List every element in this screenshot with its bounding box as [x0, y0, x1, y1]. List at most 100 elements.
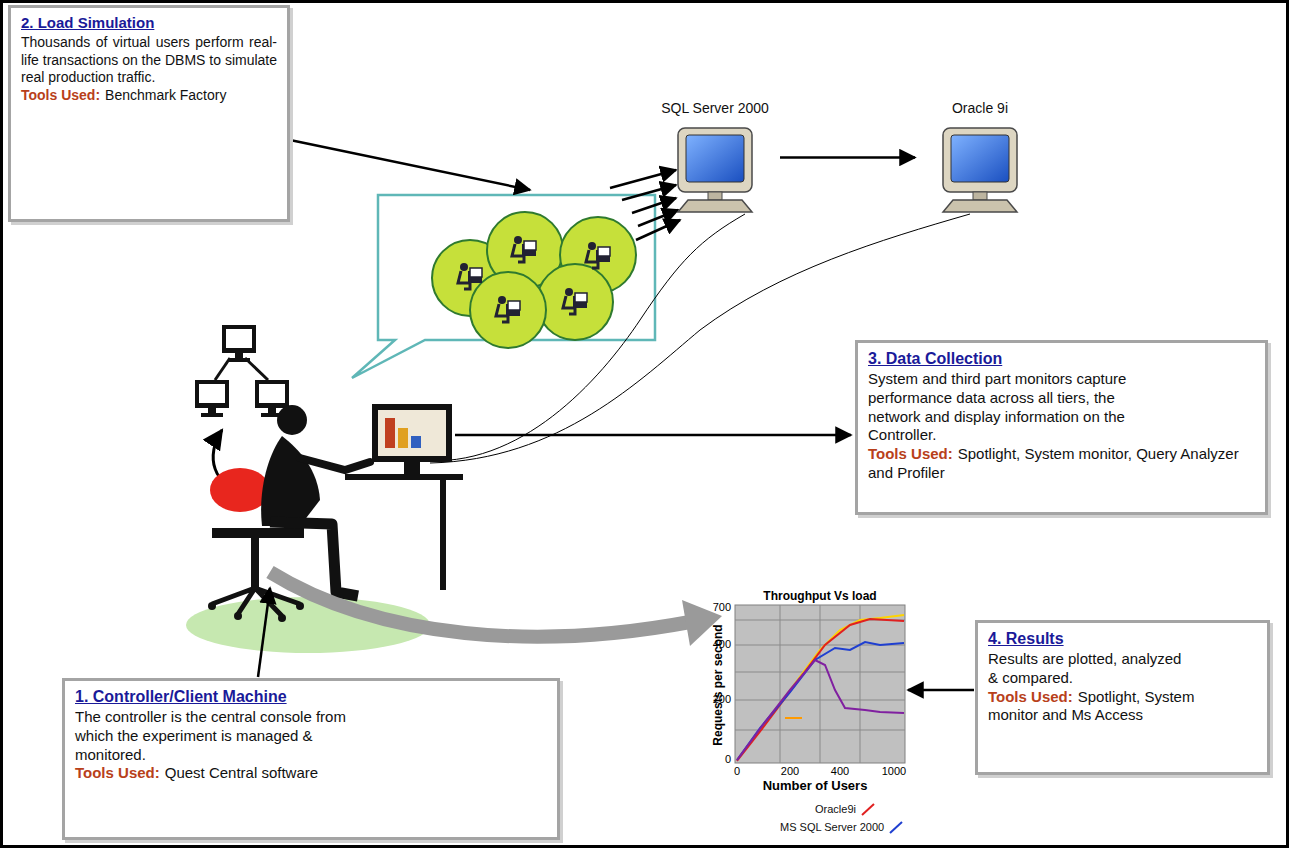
legend-entry: Oracle9i	[815, 802, 876, 816]
client-network-part	[215, 358, 230, 380]
callout-body: Thousands of virtual users perform real-…	[21, 34, 277, 87]
tools-line: Tools Used:Quest Central software	[75, 764, 547, 783]
throughput-chart-part-part	[737, 642, 904, 760]
tick-label: 1000	[882, 765, 906, 777]
results-arrow-part	[270, 572, 690, 637]
virtual-users-bubble-part-part	[537, 264, 613, 340]
tools-value: Spotlight, System monitor, Query Analyze…	[868, 445, 1239, 481]
traffic-arrows-part	[290, 140, 530, 190]
virtual-users-bubble-part	[458, 263, 482, 289]
server-computer	[943, 128, 1017, 212]
controller-operator-part	[345, 474, 463, 480]
virtual-users-bubble-part	[586, 242, 610, 268]
tick-label: 200	[781, 765, 799, 777]
callout-body: The controller is the central console fr…	[75, 708, 375, 764]
throughput-chart-part	[735, 605, 905, 763]
legend-sample	[888, 820, 904, 834]
callout-box: 3. Data CollectionSystem and third part …	[855, 340, 1268, 515]
legend-entry: MS SQL Server 2000	[780, 820, 904, 834]
leader-arrows-part	[908, 689, 974, 692]
throughput-chart-part-part	[737, 615, 904, 760]
traffic-arrows-part	[622, 185, 676, 200]
tick-label: 700	[713, 601, 731, 613]
callout-heading: 3. Data Collection	[868, 349, 1255, 368]
virtual-users-bubble-part	[512, 236, 536, 262]
traffic-arrows	[290, 140, 680, 240]
controller-operator-part	[208, 602, 216, 610]
throughput-chart-part-part	[785, 717, 802, 719]
client-network-part	[222, 325, 256, 362]
tools-label: Tools Used:	[988, 688, 1073, 705]
controller-operator-part	[210, 468, 270, 512]
callout-body: Results are plotted, analyzed & compared…	[988, 650, 1193, 688]
controller-operator-part	[398, 428, 408, 448]
virtual-users-bubble	[352, 195, 655, 378]
controller-operator-part	[277, 405, 307, 435]
controller-operator-part	[278, 614, 286, 622]
results-arrow	[270, 572, 722, 646]
tools-line: Tools Used: Benchmark Factory	[21, 87, 277, 105]
axis-title: Number of Users	[763, 778, 868, 793]
server-node: Oracle 9i	[915, 100, 1045, 215]
server-node: SQL Server 2000	[650, 100, 780, 215]
legend-line	[862, 804, 874, 815]
traffic-arrows-part	[632, 198, 676, 213]
tick-label: 400	[831, 765, 849, 777]
throughput-chart-part	[735, 605, 905, 763]
tick-label: 0	[725, 753, 731, 765]
controller-operator-part	[378, 410, 446, 456]
throughput-chart-part	[737, 615, 904, 761]
virtual-users-bubble-part	[352, 195, 655, 378]
legend-text: MS SQL Server 2000	[780, 821, 884, 833]
tools-label: Tools Used:	[868, 445, 953, 462]
virtual-users-bubble-part	[563, 288, 587, 314]
server-label: Oracle 9i	[915, 100, 1045, 116]
throughput-chart-part-part	[780, 605, 781, 763]
throughput-chart-part-part	[737, 619, 904, 761]
client-network-part	[195, 380, 229, 417]
callout-box: 4. ResultsResults are plotted, analyzed …	[975, 620, 1270, 775]
callout-box: 2. Load SimulationThousands of virtual u…	[8, 5, 290, 222]
tools-value: Quest Central software	[165, 764, 318, 781]
leader-arrows-part	[455, 434, 851, 437]
controller-operator-part	[404, 462, 420, 474]
throughput-chart-part-part	[820, 605, 821, 763]
server-computer	[678, 128, 752, 212]
controller-operator-part	[411, 436, 421, 448]
controller-operator-part	[212, 588, 300, 616]
tools-value: Spotlight, System monitor and Ms Access	[988, 688, 1194, 724]
tick-label: 200	[713, 693, 731, 705]
virtual-users-bubble-part	[496, 296, 520, 322]
tick-label: 0	[734, 765, 740, 777]
virtual-users-bubble-part	[432, 212, 636, 348]
controller-operator-part	[440, 480, 446, 590]
connector-arrow	[780, 156, 915, 159]
legend-line	[890, 822, 902, 833]
controller-operator	[186, 404, 463, 653]
tools-label: Tools Used:	[21, 87, 100, 103]
controller-operator-part	[251, 538, 259, 588]
tools-line: Tools Used:Spotlight, System monitor, Qu…	[868, 445, 1255, 483]
traffic-arrows-part	[610, 170, 676, 188]
monitoring-wires-part	[430, 214, 970, 463]
controller-operator-part	[234, 612, 242, 620]
leader-arrows-part	[258, 588, 270, 677]
callout-heading: 4. Results	[988, 629, 1257, 648]
controller-operator-part	[385, 418, 395, 448]
throughput-chart	[735, 605, 905, 763]
throughput-chart-part-part	[737, 660, 904, 760]
callout-heading: 2. Load Simulation	[21, 14, 277, 32]
monitoring-wires-part	[420, 214, 745, 461]
controller-operator-part	[372, 404, 452, 462]
controller-operator-part	[261, 436, 320, 526]
axis-title: Requests per second	[711, 624, 725, 745]
controller-operator-part	[296, 602, 304, 610]
traffic-arrows-part	[636, 220, 680, 240]
tools-value: Benchmark Factory	[105, 87, 226, 103]
callout-heading: 1. Controller/Client Machine	[75, 687, 547, 706]
